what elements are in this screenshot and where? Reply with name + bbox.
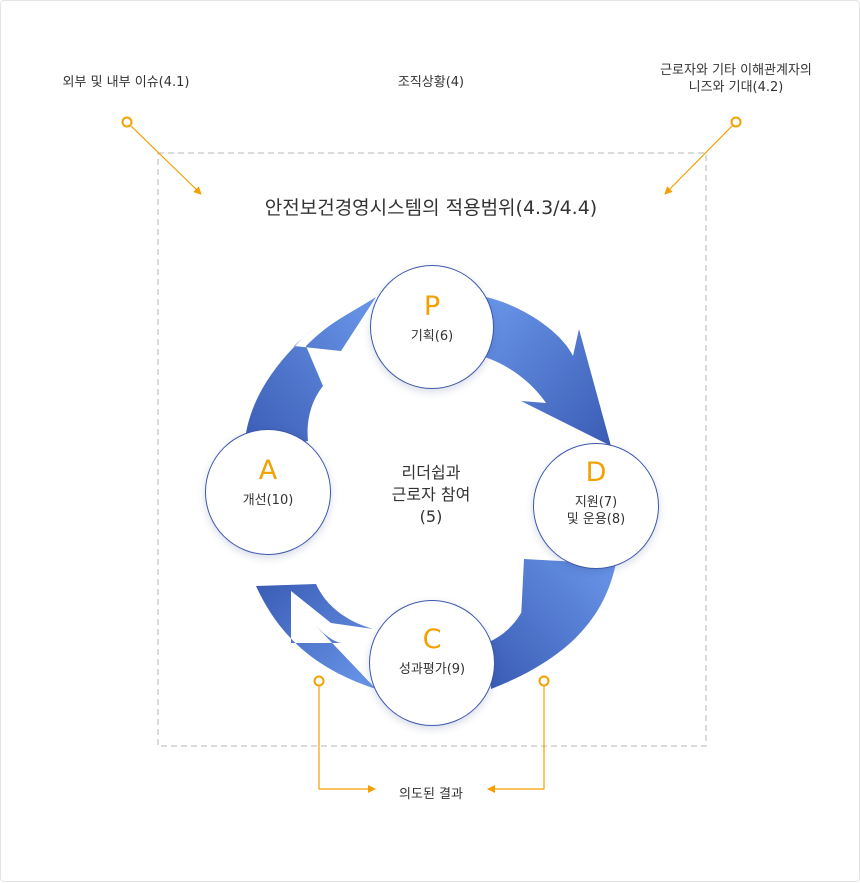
outcome-right-node <box>538 675 550 687</box>
check-letter: C <box>422 624 442 655</box>
act-label: 개선(10) <box>242 493 294 508</box>
left-input-node <box>121 116 133 128</box>
do-label-line1: 지원(7) <box>574 495 618 510</box>
do-letter: D <box>585 457 607 488</box>
cycle-arrow-act-to-plan <box>244 297 376 451</box>
leadership-center-text: 리더쉽과 근로자 참여 (5) <box>351 462 511 528</box>
right-input-arrow <box>664 125 733 195</box>
plan-label: 기획(6) <box>410 329 454 344</box>
check-label: 성과평가(9) <box>398 662 466 677</box>
do-circle: D 지원(7) 및 운용(8) <box>533 443 659 569</box>
plan-letter: P <box>423 291 441 322</box>
check-circle: C 성과평가(9) <box>369 600 495 726</box>
outcome-left-arrow <box>318 686 376 793</box>
center-line-1: 리더쉽과 <box>401 463 461 482</box>
scope-title: 안전보건경영시스템의 적용범위(4.3/4.4) <box>264 197 598 219</box>
scope-boundary <box>157 152 707 747</box>
outcome-left-node <box>313 675 325 687</box>
interested-parties-label-line1: 근로자와 기타 이해관계자의 <box>660 63 812 78</box>
external-internal-issues-label: 외부 및 내부 이슈(4.1) <box>62 75 190 90</box>
organization-context-label: 조직상황(4) <box>397 75 465 90</box>
plan-circle: P 기획(6) <box>370 265 494 389</box>
center-line-2: 근로자 참여 <box>391 485 471 504</box>
act-circle: A 개선(10) <box>205 429 331 555</box>
cycle-arrow-plan-to-do <box>481 297 611 446</box>
act-letter: A <box>258 455 278 486</box>
cycle-arrow-do-to-check <box>491 559 616 689</box>
cycle-arrow-check-to-act <box>256 584 376 689</box>
left-input-arrow <box>130 125 202 195</box>
do-label-line2: 및 운용(8) <box>566 512 626 527</box>
outcome-right-arrow <box>487 686 545 793</box>
center-line-3: (5) <box>419 507 443 526</box>
intended-outcome-label: 의도된 결과 <box>399 787 463 802</box>
interested-parties-label-line2: 니즈와 기대(4.2) <box>688 80 784 95</box>
right-input-node <box>730 116 742 128</box>
